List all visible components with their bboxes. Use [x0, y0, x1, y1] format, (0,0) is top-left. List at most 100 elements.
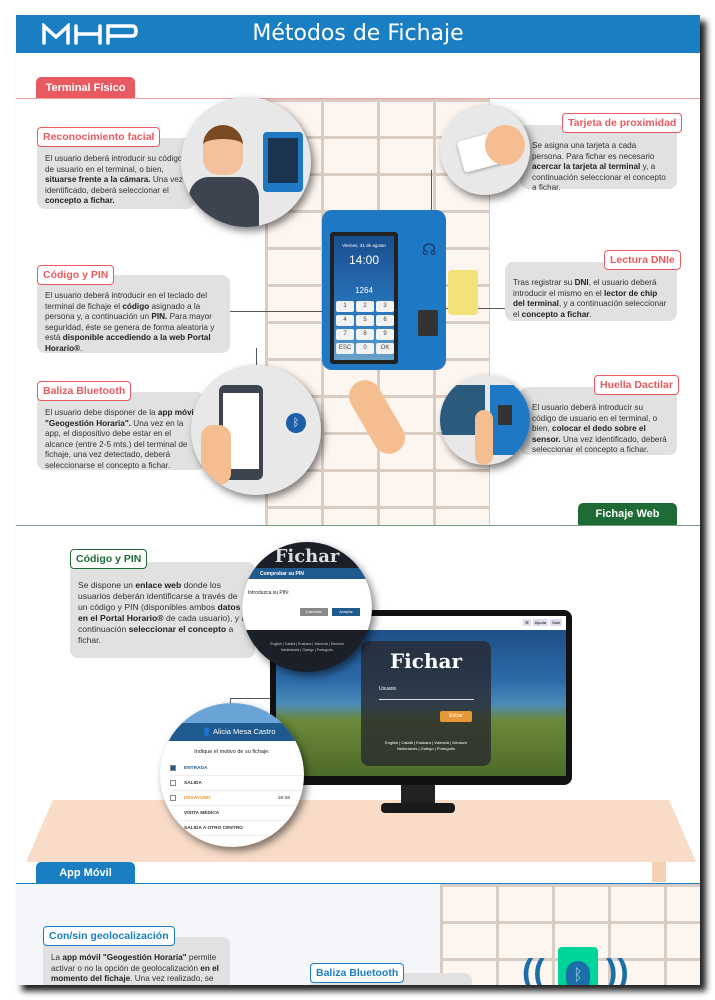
body-text: . — [80, 343, 83, 353]
emphasis-text: seleccionar el concepto — [128, 624, 227, 634]
desk — [26, 800, 696, 862]
mobile-option[interactable]: SALIDA A OTRO CENTRO — [170, 821, 304, 836]
dialog-title: Comprobar su PIN — [242, 568, 372, 579]
language-links[interactable]: English | Català | Euskara | Valencià | … — [384, 740, 468, 745]
fichar-logo: Fichar — [274, 546, 340, 567]
fingerprint-illustration — [440, 375, 530, 465]
body-text: de cada usuario), y a continuación — [78, 613, 247, 634]
body-text: . Una vez realizado, se desactivará auto… — [51, 974, 214, 985]
checkbox[interactable] — [170, 780, 176, 786]
logout-button[interactable]: Salir — [549, 619, 562, 626]
label-geolocation: Con/sin geolocalización — [43, 926, 175, 946]
facial-description: El usuario deberá introducir su código d… — [37, 138, 195, 209]
bluetooth-description: El usuario debe disponer de la app móvil… — [37, 392, 205, 470]
page-title: Métodos de Fichaje — [252, 21, 464, 46]
body-text: El usuario deberá introducir su código d… — [532, 403, 658, 433]
pin-dialog: Comprobar su PIN Introduzca su PIN: Canc… — [242, 568, 372, 630]
desk-leg — [652, 862, 666, 882]
signal-waves-right-icon: )) — [606, 953, 629, 985]
checkbox[interactable] — [170, 765, 176, 771]
screen-pin: 1264 — [355, 286, 373, 295]
help-button[interactable]: Ayuda — [532, 619, 548, 626]
fichar-logo: Fichar — [389, 649, 462, 673]
section-divider — [16, 98, 700, 99]
mobile-user-name: Alicia Mesa Castro — [213, 727, 276, 736]
body-text: Se dispone un — [78, 580, 136, 590]
language-links[interactable]: Nederlands | Galego | Português — [396, 746, 456, 751]
tab-fichaje-web: Fichaje Web — [578, 503, 677, 525]
enter-button[interactable]: Entrar — [440, 711, 472, 722]
accept-button[interactable]: Aceptar — [332, 608, 360, 616]
dnie-description: Tras registrar su DNI, el usuario deberá… — [505, 262, 677, 321]
keypad-key[interactable]: 2 — [356, 301, 374, 312]
bluetooth-phone-illustration: ᛒ — [191, 365, 321, 495]
language-links[interactable]: Nederlands | Galego | Português — [280, 648, 334, 652]
mobile-option[interactable]: SALIDA — [170, 776, 304, 791]
section-divider — [16, 883, 700, 884]
label-proximity-card: Tarjeta de proximidad — [562, 113, 683, 133]
body-text: a fichar. — [78, 624, 234, 645]
keypad-key[interactable]: 0 — [356, 343, 374, 354]
keypad-key[interactable]: ESC — [336, 343, 354, 354]
connector-line — [228, 311, 348, 312]
option-label: ENTRADA — [184, 765, 208, 771]
signal-waves-left-icon: (( — [522, 953, 545, 985]
mobile-app-illustration: 👤 Alicia Mesa Castro Indique el motivo d… — [160, 703, 304, 847]
emphasis-text: concepto a fichar. — [45, 196, 115, 205]
keypad-key[interactable]: 7 — [336, 329, 354, 340]
cancel-button[interactable]: Cancelar — [300, 608, 328, 616]
keypad-key[interactable]: 6 — [376, 315, 394, 326]
keypad-key[interactable]: 1 — [336, 301, 354, 312]
monitor-neck — [401, 785, 435, 805]
body-text: Una vez en la app, el dispositivo debe e… — [45, 418, 188, 470]
emphasis-text: colocar el dedo sobre el sensor. — [532, 424, 646, 444]
label-facial: Reconocimiento facial — [37, 127, 161, 147]
keypad-key[interactable]: OK — [376, 343, 394, 354]
emphasis-text: en el momento del fichaje — [51, 963, 219, 984]
emphasis-text: app móvil "Geogestión Horaria". — [45, 408, 197, 428]
body-text: El usuario deberá introducir en el tecla… — [45, 291, 208, 311]
body-text: El usuario deberá introducir su código d… — [45, 154, 183, 174]
fingerprint-sensor — [418, 310, 438, 336]
mobile-option[interactable]: ENTRADA — [170, 761, 304, 776]
option-label: SALIDA — [184, 780, 202, 786]
body-text: La — [51, 953, 63, 962]
connector-line — [431, 170, 432, 240]
label-web-code-pin: Código y PIN — [70, 549, 148, 569]
pin-popup-illustration: Fichar Comprobar su PIN Introduzca su PI… — [242, 542, 372, 672]
emphasis-text: disponible accediendo a la web Portal Ho… — [45, 333, 211, 353]
keypad-key[interactable]: 4 — [336, 315, 354, 326]
keypad-key[interactable]: 3 — [376, 301, 394, 312]
contactless-icon: ☊ — [422, 242, 437, 259]
user-input[interactable] — [379, 699, 474, 700]
proximity-card-description: Se asigna una tarjeta a cada persona. Pa… — [520, 125, 677, 192]
body-text: Para mayor seguridad, éste se genera de … — [45, 312, 215, 342]
language-links[interactable]: English | Català | Euskara | Valencià | … — [270, 642, 344, 646]
keypad-key[interactable]: 5 — [356, 315, 374, 326]
keypad-key[interactable]: 8 — [356, 329, 374, 340]
label-bluetooth: Baliza Bluetooth — [37, 381, 132, 401]
login-panel: Fichar Usuario Entrar English | Català |… — [361, 641, 491, 766]
user-icon: 👤 — [202, 727, 214, 736]
checkbox[interactable] — [170, 795, 176, 801]
keypad-key[interactable]: 9 — [376, 329, 394, 340]
mobile-option[interactable]: VISITA MÉDICA — [170, 806, 304, 821]
screen-time: 14:00 — [348, 253, 380, 267]
monitor-stand — [381, 803, 455, 813]
emphasis-text: situarse frente a la cámara. — [45, 175, 151, 184]
body-text: donde los usuarios deberán identificarse… — [78, 580, 238, 612]
facial-recognition-illustration — [181, 97, 311, 227]
tab-terminal-fisico: Terminal Físico — [36, 77, 135, 99]
label-code-pin: Código y PIN — [37, 265, 115, 285]
bluetooth-icon: ᛒ — [566, 961, 590, 985]
emphasis-text: enlace web — [135, 580, 182, 590]
body-text: Se asigna una tarjeta a cada persona. Pa… — [532, 141, 655, 161]
user-label: Usuario — [379, 686, 397, 692]
label-app-bluetooth: Baliza Bluetooth — [310, 963, 405, 983]
menu-button[interactable]: ☰ — [523, 619, 531, 626]
